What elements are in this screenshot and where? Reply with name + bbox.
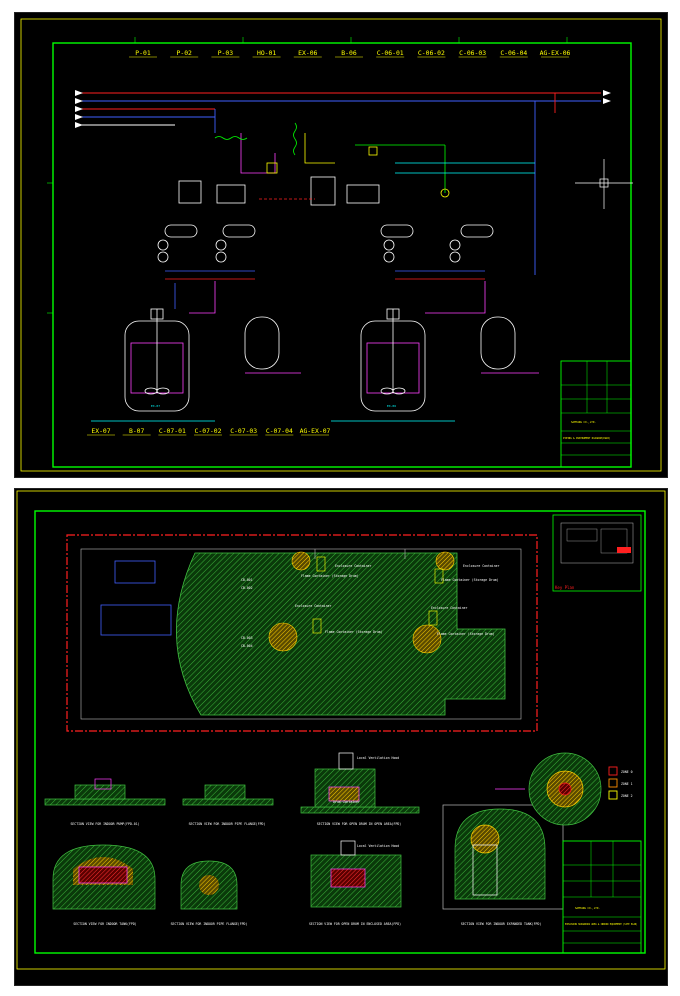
bottom-equipment-tag-row: EX-07 B-07 C-07-01 C-07-02 C-07-03 C-07-04 AG-… xyxy=(87,427,331,436)
hazard-canvas: Enclosure Container Enclosure Container … xyxy=(16,490,666,970)
equipment-tag: B-07 xyxy=(129,427,145,435)
building-floor-plan xyxy=(66,534,538,732)
reactor-cluster-right xyxy=(331,224,539,422)
zone-legend-label: ZONE 0 xyxy=(621,770,633,774)
equipment-tag: CB-004 xyxy=(241,644,253,648)
area-note: Enclosure Container xyxy=(431,606,468,610)
equipment-tag: C-06-03 xyxy=(459,49,486,57)
section-view-title: SECTION VIEW FOR OPEN DRUM IN OPEN AREA(… xyxy=(317,822,402,826)
equipment-tag: C-06-04 xyxy=(500,49,527,57)
section-view-title: SECTION VIEW FOR INDOOR PIPE FLANGE(FPD) xyxy=(189,822,266,826)
line-connector-arrows xyxy=(75,90,611,128)
key-plan: Key Plan xyxy=(552,514,642,592)
equipment-tag: CB-002 xyxy=(241,586,253,590)
equipment-tag: C-06-02 xyxy=(418,49,445,57)
area-note: Flame Container (Storage Drum) xyxy=(325,630,383,634)
equipment-tag: EX-07 xyxy=(91,427,110,435)
zone-legend-label: ZONE 1 xyxy=(621,782,633,786)
equipment-tag: AG-EX-06 xyxy=(540,49,571,57)
area-note: Flame Container (Storage Drum) xyxy=(301,574,359,578)
section-view-title: SECTION VIEW FOR INDOOR PUMP(FPD-01) xyxy=(70,822,139,826)
zone-legend-label: ZONE 2 xyxy=(621,794,633,798)
equipment-tag: AG-EX-07 xyxy=(300,427,331,435)
equipment-tag: HO-01 xyxy=(257,49,276,57)
zone-legend-swatch xyxy=(608,790,618,800)
title-block-drawing-title: PIPING & INSTRUMENT DIAGRAM(P&ID) xyxy=(563,437,611,440)
vessel-label-ex07: EX-07 xyxy=(151,404,160,408)
outer-border xyxy=(20,18,662,472)
title-block: SAMYANG CO.,LTD. EXPLOSION HAZARDOUS ARE… xyxy=(562,840,642,954)
title-block-drawing-title: EXPLOSION HAZARDOUS AREA & INDOOR EQUIPM… xyxy=(565,923,637,926)
equipment-tag: P-02 xyxy=(177,49,193,57)
section-view-title: SECTION VIEW FOR OPEN DRUM IN ENCLOSED A… xyxy=(309,922,401,926)
inner-border xyxy=(34,510,646,954)
equipment-tag: P-01 xyxy=(135,49,151,57)
section-view-title: SECTION VIEW FOR INDOOR EXPANDED TANK(FP… xyxy=(461,922,542,926)
hazardous-area-drawing-sheet: Enclosure Container Enclosure Container … xyxy=(14,488,668,986)
outer-border xyxy=(16,490,666,970)
equipment-tag: C-07-01 xyxy=(159,427,186,435)
section-note-labels: Local Ventilation Hood Local Ventilation… xyxy=(333,756,399,848)
section-views xyxy=(44,752,602,910)
cad-crosshair-cursor[interactable] xyxy=(575,159,633,209)
section-view-titles: SECTION VIEW FOR INDOOR PUMP(FPD-01) SECT… xyxy=(70,822,541,926)
main-header-lines xyxy=(81,92,601,275)
hazard-zone-circles xyxy=(268,551,455,654)
section-note: Drum Container xyxy=(333,800,360,804)
equipment-tag: EX-06 xyxy=(298,49,317,57)
zone-legend-swatch xyxy=(608,778,618,788)
equipment-tag: C-07-02 xyxy=(195,427,222,435)
section-note: Local Ventilation Hood xyxy=(357,756,399,760)
section-note: Local Ventilation Hood xyxy=(357,844,399,848)
equipment-tag: P-03 xyxy=(218,49,234,57)
area-note: Enclosure Container xyxy=(463,564,500,568)
top-equipment-tag-row: P-01 P-02 P-03 HO-01 EX-06 B-06 C-06-01 C-06-02… xyxy=(129,49,571,58)
title-block-company: SAMYANG CO.,LTD. xyxy=(571,420,596,424)
inner-border xyxy=(52,42,632,468)
key-plan-title: Key Plan xyxy=(555,585,575,590)
zone-legend-swatch xyxy=(608,766,618,776)
vessel-label-ex06: EX-06 xyxy=(387,404,396,408)
area-annotations: Enclosure Container Enclosure Container … xyxy=(241,564,500,648)
equipment-tag: CB-003 xyxy=(241,636,253,640)
area-note: Flame Container (Storage Drum) xyxy=(437,632,495,636)
zone-legend: ZONE 0 ZONE 1 ZONE 2 xyxy=(608,766,633,800)
area-note: Flame Container (Storage Drum) xyxy=(441,578,499,582)
border-grid-ticks xyxy=(47,37,568,314)
equipment-tag: C-06-01 xyxy=(377,49,404,57)
title-block-company: SAMYANG CO.,LTD. xyxy=(575,906,600,910)
section-view-title: SECTION VIEW FOR INDOOR TANK(FPD) xyxy=(73,922,136,926)
process-equipment-middle xyxy=(178,122,535,206)
equipment-tag: B-06 xyxy=(341,49,357,57)
area-note: Enclosure Container xyxy=(335,564,372,568)
section-view-title: SECTION VIEW FOR INDOOR PIPE FLANGE(FPD) xyxy=(171,922,248,926)
reactor-cluster-left xyxy=(91,224,301,422)
equipment-tag: CB-001 xyxy=(241,578,253,582)
equipment-tag: C-07-04 xyxy=(266,427,293,435)
equipment-tag: C-07-03 xyxy=(230,427,257,435)
title-block: SAMYANG CO.,LTD. PIPING & INSTRUMENT DIA… xyxy=(560,360,632,468)
area-note: Enclosure Container xyxy=(295,604,332,608)
